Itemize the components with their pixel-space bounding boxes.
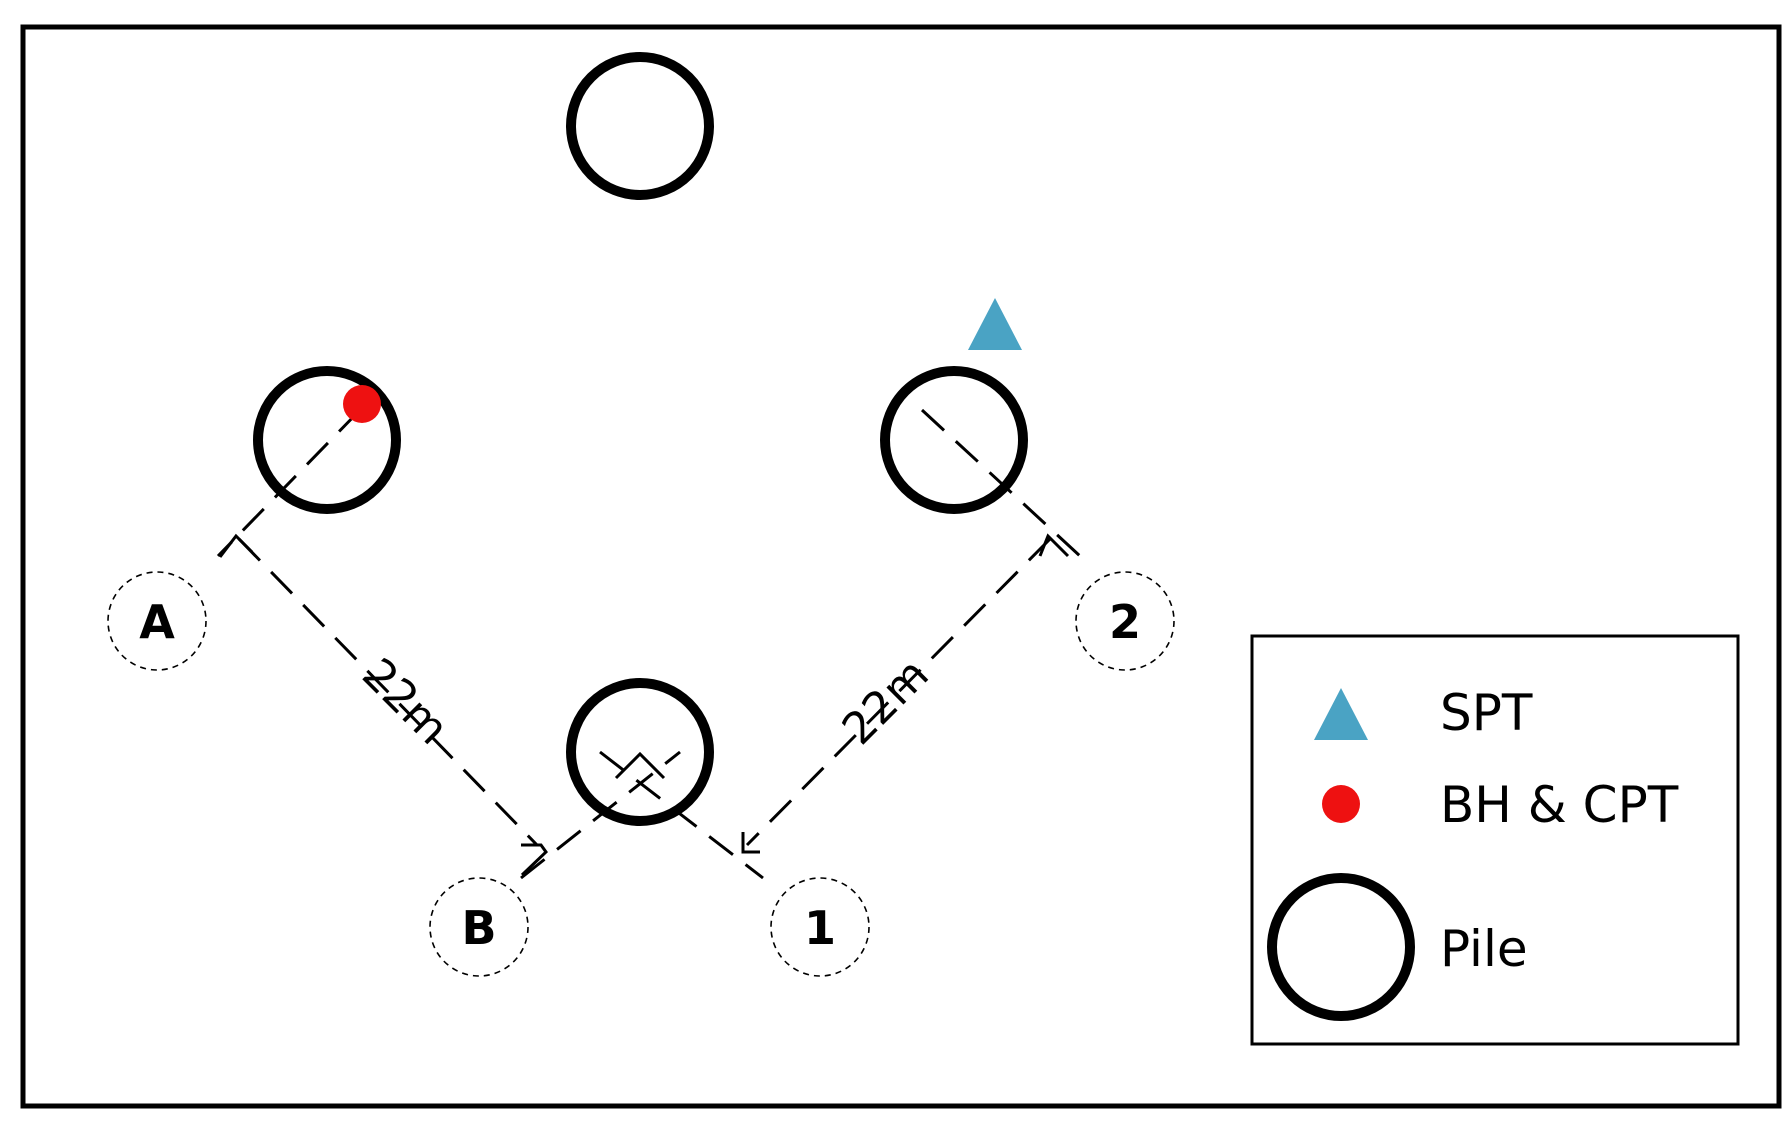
grid-line-1	[599, 750, 764, 880]
legend-label-spt: SPT	[1440, 684, 1533, 742]
legend-label-bh-cpt: BH & CPT	[1440, 776, 1679, 834]
grid-label-2: 2	[1109, 595, 1141, 649]
pile-right	[880, 366, 1028, 514]
legend-bh-cpt-icon	[1322, 785, 1360, 823]
bottom-pile-chevron	[614, 751, 666, 780]
dimension-tick-b	[520, 843, 548, 877]
grid-bubble-1	[770, 877, 870, 977]
dimension-tick-2	[1038, 533, 1070, 558]
grid-label-1: 1	[804, 901, 836, 955]
pile-top	[566, 52, 714, 200]
grid-bubble-2	[1075, 571, 1175, 671]
pile-bottom	[566, 678, 714, 826]
spt-marker-icon	[968, 298, 1022, 350]
legend-label-pile: Pile	[1440, 920, 1528, 978]
grid-bubble-a	[107, 571, 207, 671]
grid-bubble-b	[429, 877, 529, 977]
dimension-line-1-2	[745, 537, 1052, 847]
grid-line-a-b	[216, 408, 362, 558]
legend-pile-icon	[1267, 873, 1415, 1021]
pile-left	[253, 366, 401, 514]
grid-label-a: A	[139, 595, 175, 649]
dimension-tick-1	[741, 832, 760, 854]
dimension-line-a-b	[237, 537, 539, 847]
dimension-tick-a	[218, 533, 254, 558]
bh-cpt-marker-icon	[343, 385, 381, 423]
grid-line-b	[520, 750, 681, 880]
grid-label-b: B	[461, 901, 496, 955]
grid-line-2	[920, 408, 1082, 558]
legend-spt-icon	[1314, 688, 1368, 740]
